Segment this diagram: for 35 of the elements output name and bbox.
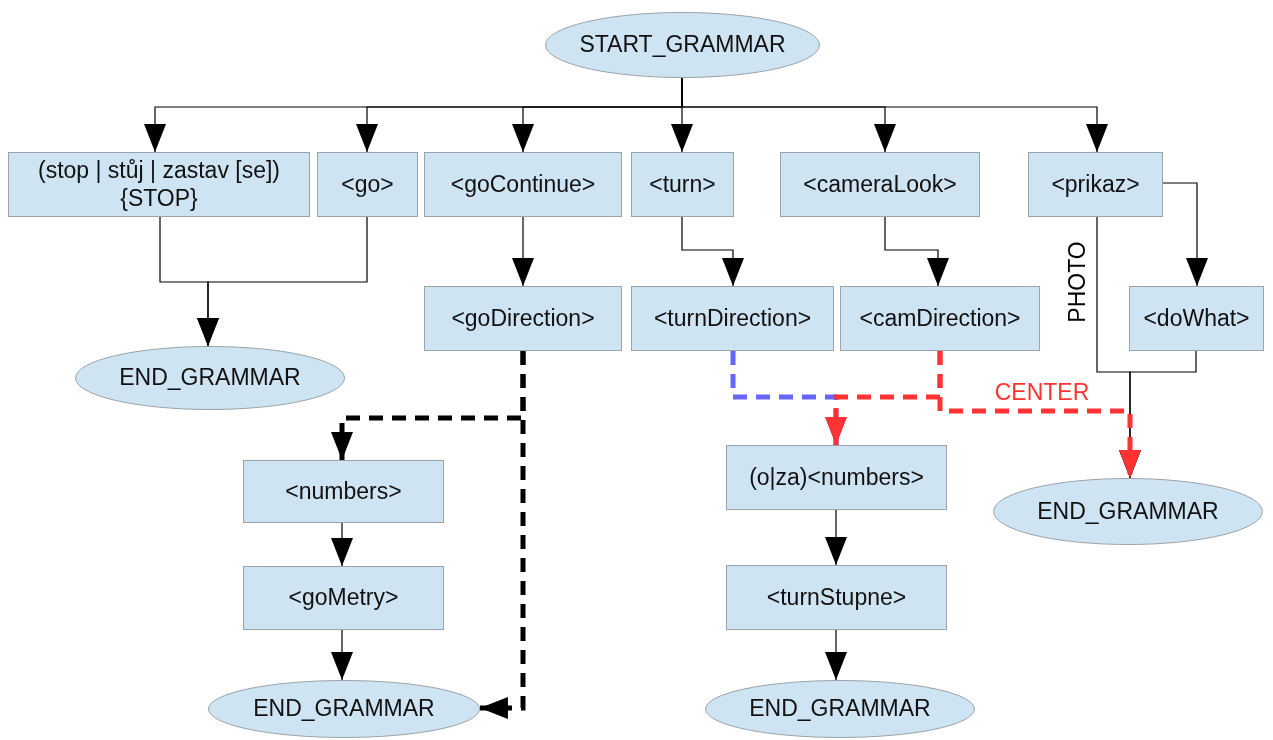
node-label: (stop | stůj | zastav [se]) {STOP} <box>37 156 281 213</box>
node-label: <doWhat> <box>1142 304 1251 333</box>
terminal-oval <box>993 478 1263 545</box>
terminal-oval <box>75 346 345 410</box>
node-label: END_GRAMMAR <box>118 364 302 392</box>
node-label: <numbers> <box>284 477 403 506</box>
node-label: <cameraLook> <box>802 170 958 199</box>
arrow <box>825 509 847 566</box>
node-label: <goMetry> <box>287 584 400 612</box>
node-label: START_GRAMMAR <box>578 31 787 59</box>
node-label: END_GRAMMAR <box>1036 497 1220 526</box>
terminal-oval <box>545 12 820 78</box>
node-label: <turn> <box>648 170 717 199</box>
node-label: <goDirection> <box>450 304 596 333</box>
arrow <box>1162 182 1208 287</box>
arrow <box>825 629 847 681</box>
node-label: <prikaz> <box>1050 170 1141 199</box>
arrow <box>512 216 534 287</box>
arrow <box>884 216 949 287</box>
dashed-arrow <box>479 351 526 719</box>
node-label: (o|za)<numbers> <box>748 463 925 492</box>
arrow <box>331 629 353 681</box>
node-label: <go> <box>340 170 395 199</box>
arrow <box>681 216 744 287</box>
terminal-oval <box>208 680 480 738</box>
arrow <box>197 216 368 347</box>
dashed-arrow <box>937 351 1141 478</box>
node-label: END_GRAMMAR <box>748 695 932 723</box>
node-label: <turnStupne> <box>765 583 908 612</box>
node-label: END_GRAMMAR <box>252 695 436 723</box>
node-label: <goContinue> <box>449 170 597 199</box>
node-label: <turnDirection> <box>652 304 813 333</box>
node-label: <camDirection> <box>858 304 1022 333</box>
terminal-oval <box>705 680 975 738</box>
arrow <box>331 522 353 567</box>
